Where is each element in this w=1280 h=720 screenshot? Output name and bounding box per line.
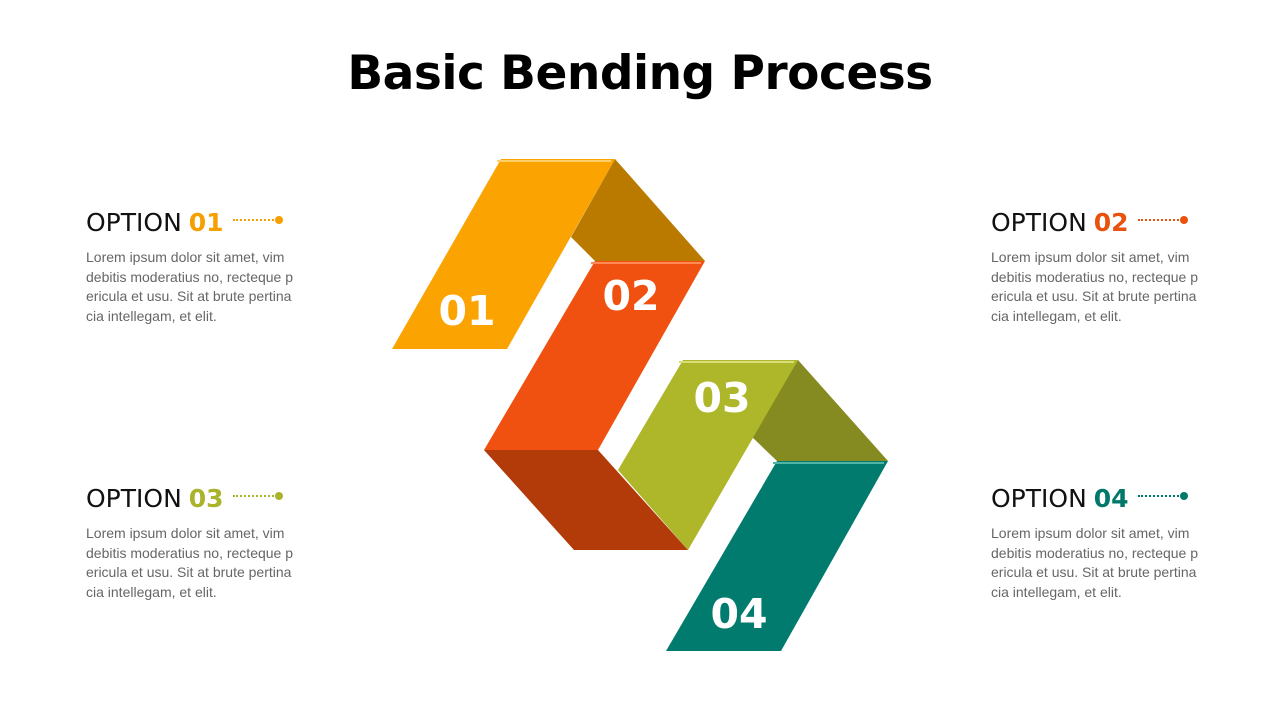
option-03-heading: OPTION 03: [86, 482, 301, 514]
option-01: OPTION 01 Lorem ipsum dolor sit amet, vi…: [86, 206, 301, 326]
option-03-number: 03: [188, 483, 224, 513]
option-03: OPTION 03 Lorem ipsum dolor sit amet, vi…: [86, 482, 301, 602]
segment-03: [618, 360, 798, 550]
segment-03-label: 03: [693, 374, 750, 422]
option-02-text: Lorem ipsum dolor sit amet, vim debitis …: [991, 249, 1199, 324]
option-01-number: 01: [188, 207, 224, 237]
fold-03-04: [752, 360, 888, 461]
option-02: OPTION 02 Lorem ipsum dolor sit amet, vi…: [991, 206, 1206, 326]
segment-01-label: 01: [438, 287, 495, 335]
segment-04-label: 04: [710, 590, 767, 638]
option-04-prefix: OPTION: [991, 483, 1087, 513]
option-02-connector: [1137, 216, 1188, 224]
option-04-number: 04: [1093, 483, 1129, 513]
option-01-text: Lorem ipsum dolor sit amet, vim debitis …: [86, 249, 294, 324]
segment-02: [484, 261, 705, 450]
page-title: Basic Bending Process: [347, 46, 933, 101]
option-04-text: Lorem ipsum dolor sit amet, vim debitis …: [991, 525, 1199, 600]
option-01-connector: [232, 216, 283, 224]
segment-02-label: 02: [602, 272, 659, 320]
option-02-heading: OPTION 02: [991, 206, 1206, 238]
fold-02-03: [484, 450, 688, 550]
option-02-number: 02: [1093, 207, 1129, 237]
option-03-text: Lorem ipsum dolor sit amet, vim debitis …: [86, 525, 294, 600]
option-04: OPTION 04 Lorem ipsum dolor sit amet, vi…: [991, 482, 1206, 602]
option-03-connector: [232, 492, 283, 500]
fold-01-02: [571, 159, 705, 261]
segment-01: [392, 159, 615, 349]
segment-04: [666, 461, 888, 651]
option-01-prefix: OPTION: [86, 207, 182, 237]
option-03-prefix: OPTION: [86, 483, 182, 513]
option-01-heading: OPTION 01: [86, 206, 301, 238]
option-02-prefix: OPTION: [991, 207, 1087, 237]
option-04-heading: OPTION 04: [991, 482, 1206, 514]
option-04-connector: [1137, 492, 1188, 500]
